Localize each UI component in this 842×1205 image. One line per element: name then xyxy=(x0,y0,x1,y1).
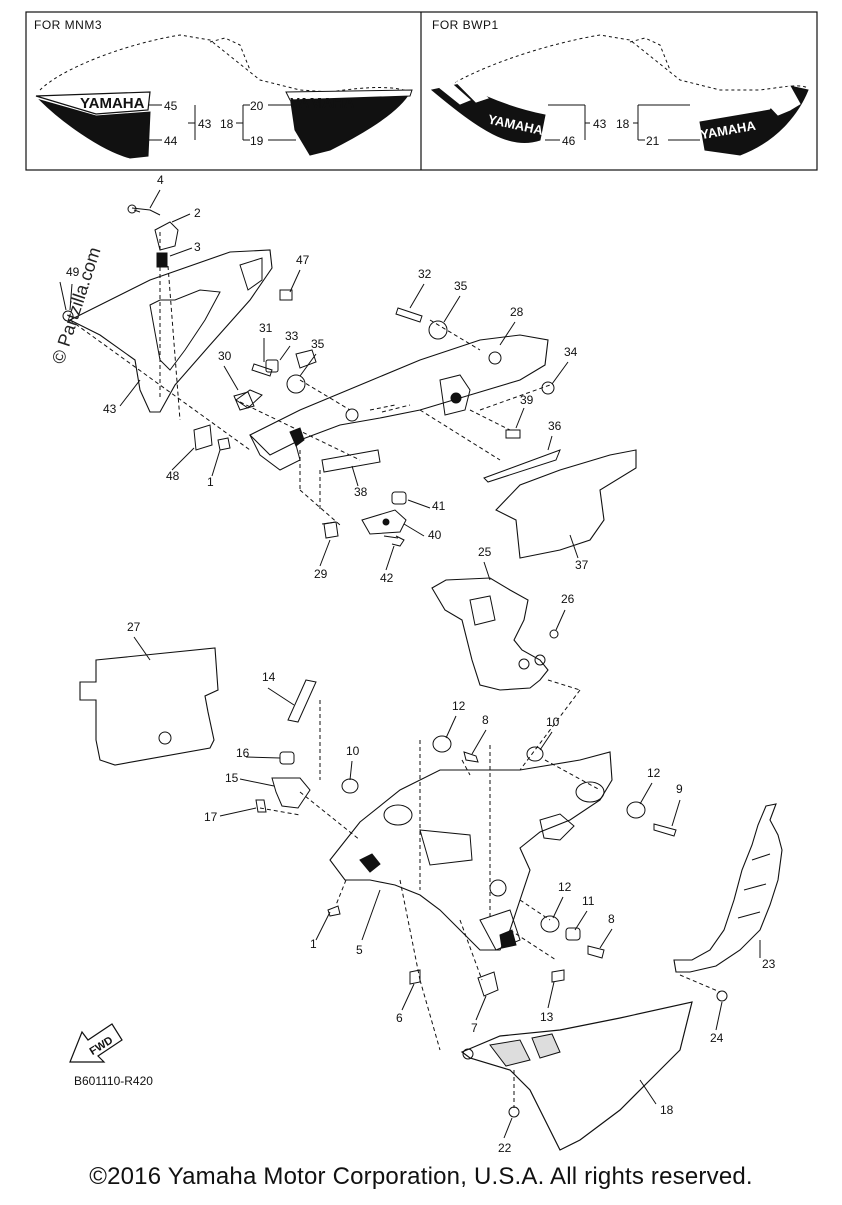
callout-27: 27 xyxy=(127,620,141,634)
callout-5: 5 xyxy=(356,943,363,957)
callout-40: 40 xyxy=(428,528,442,542)
inset-bwp1-graphics: YAMAHA YAMAHA xyxy=(430,34,809,156)
inset-left-title: FOR MNM3 xyxy=(34,18,102,32)
callout-43-inset-left: 43 xyxy=(198,117,212,131)
side-cover-18 xyxy=(460,1001,693,1151)
inset-right-title: FOR BWP1 xyxy=(432,18,499,32)
grommets xyxy=(133,209,728,1118)
callout-26: 26 xyxy=(561,592,575,606)
callout-numbers: 45 43 44 20 18 19 43 46 18 21 4 2 3 49 4… xyxy=(66,99,776,1155)
bracket-23 xyxy=(673,803,783,973)
bracket-40 xyxy=(323,491,407,547)
callout-13: 13 xyxy=(540,1010,554,1024)
callout-30: 30 xyxy=(218,349,232,363)
callout-12-c: 12 xyxy=(558,880,572,894)
callout-10-right: 10 xyxy=(546,715,560,729)
bracket-15 xyxy=(255,751,311,813)
callout-8-b: 8 xyxy=(608,912,615,926)
callout-43-inset-right: 43 xyxy=(593,117,607,131)
callout-23: 23 xyxy=(762,957,776,971)
callout-leaders xyxy=(69,189,761,1139)
callout-45: 45 xyxy=(164,99,178,113)
callout-8-a: 8 xyxy=(482,713,489,727)
pad-27 xyxy=(79,647,219,766)
callout-37: 37 xyxy=(575,558,589,572)
callout-47: 47 xyxy=(296,253,310,267)
callout-18-inset-left: 18 xyxy=(220,117,234,131)
callout-36: 36 xyxy=(548,419,562,433)
side-cover-bracket-43 xyxy=(59,204,273,451)
copyright-notice: ©2016 Yamaha Motor Corporation, U.S.A. A… xyxy=(89,1163,753,1190)
callout-19: 19 xyxy=(250,134,264,148)
callout-1-top: 1 xyxy=(207,475,214,489)
callout-15: 15 xyxy=(225,771,239,785)
side-cover-bracket-25 xyxy=(431,577,559,691)
callout-34: 34 xyxy=(564,345,578,359)
side-cover-28 xyxy=(235,334,549,471)
fwd-arrow-icon: FWD xyxy=(69,1023,123,1063)
callout-7: 7 xyxy=(471,1021,478,1035)
callout-3: 3 xyxy=(194,240,201,254)
callout-20: 20 xyxy=(250,99,264,113)
callout-22: 22 xyxy=(498,1141,512,1155)
callout-12-b: 12 xyxy=(647,766,661,780)
callout-38: 38 xyxy=(354,485,368,499)
callout-18-main: 18 xyxy=(660,1103,674,1117)
callout-11: 11 xyxy=(582,894,595,908)
callout-29: 29 xyxy=(314,567,328,581)
cover-37 xyxy=(495,449,637,559)
callout-24: 24 xyxy=(710,1031,724,1045)
pad-38 xyxy=(321,449,381,473)
drawing-code: B601110-R420 xyxy=(74,1074,153,1088)
callout-4: 4 xyxy=(157,173,164,187)
callout-44: 44 xyxy=(164,134,178,148)
callout-18-inset-right: 18 xyxy=(616,117,630,131)
callout-35-top: 35 xyxy=(454,279,468,293)
callout-42: 42 xyxy=(380,571,394,585)
callout-43-main: 43 xyxy=(103,402,117,416)
callout-9: 9 xyxy=(676,782,683,796)
strip-14 xyxy=(287,679,317,723)
callout-46: 46 xyxy=(562,134,576,148)
callout-35-mid: 35 xyxy=(311,337,325,351)
pad-36 xyxy=(483,449,561,483)
callout-10-left: 10 xyxy=(346,744,360,758)
callout-2: 2 xyxy=(194,206,201,220)
callout-1-bottom: 1 xyxy=(310,937,317,951)
callout-17: 17 xyxy=(204,810,218,824)
side-cover-frame-5 xyxy=(329,740,613,951)
callout-25: 25 xyxy=(478,545,492,559)
callout-32: 32 xyxy=(418,267,432,281)
callout-48: 48 xyxy=(166,469,180,483)
inset-left-logo-b: YAMAHA xyxy=(290,95,355,112)
callout-21: 21 xyxy=(646,134,660,148)
inset-left-logo-a: YAMAHA xyxy=(80,95,145,112)
callout-41: 41 xyxy=(432,499,446,513)
callout-6: 6 xyxy=(396,1011,403,1025)
callout-28: 28 xyxy=(510,305,524,319)
callout-16: 16 xyxy=(236,746,250,760)
inset-panels xyxy=(25,11,818,171)
callout-12-a: 12 xyxy=(452,699,466,713)
callout-33: 33 xyxy=(285,329,299,343)
callout-49: 49 xyxy=(66,265,80,279)
callout-31: 31 xyxy=(259,321,273,335)
callout-14: 14 xyxy=(262,670,276,684)
inset-mnm3-graphics: YAMAHA YAMAHA xyxy=(35,34,413,159)
callout-39: 39 xyxy=(520,393,534,407)
leader-lines xyxy=(69,232,721,1108)
